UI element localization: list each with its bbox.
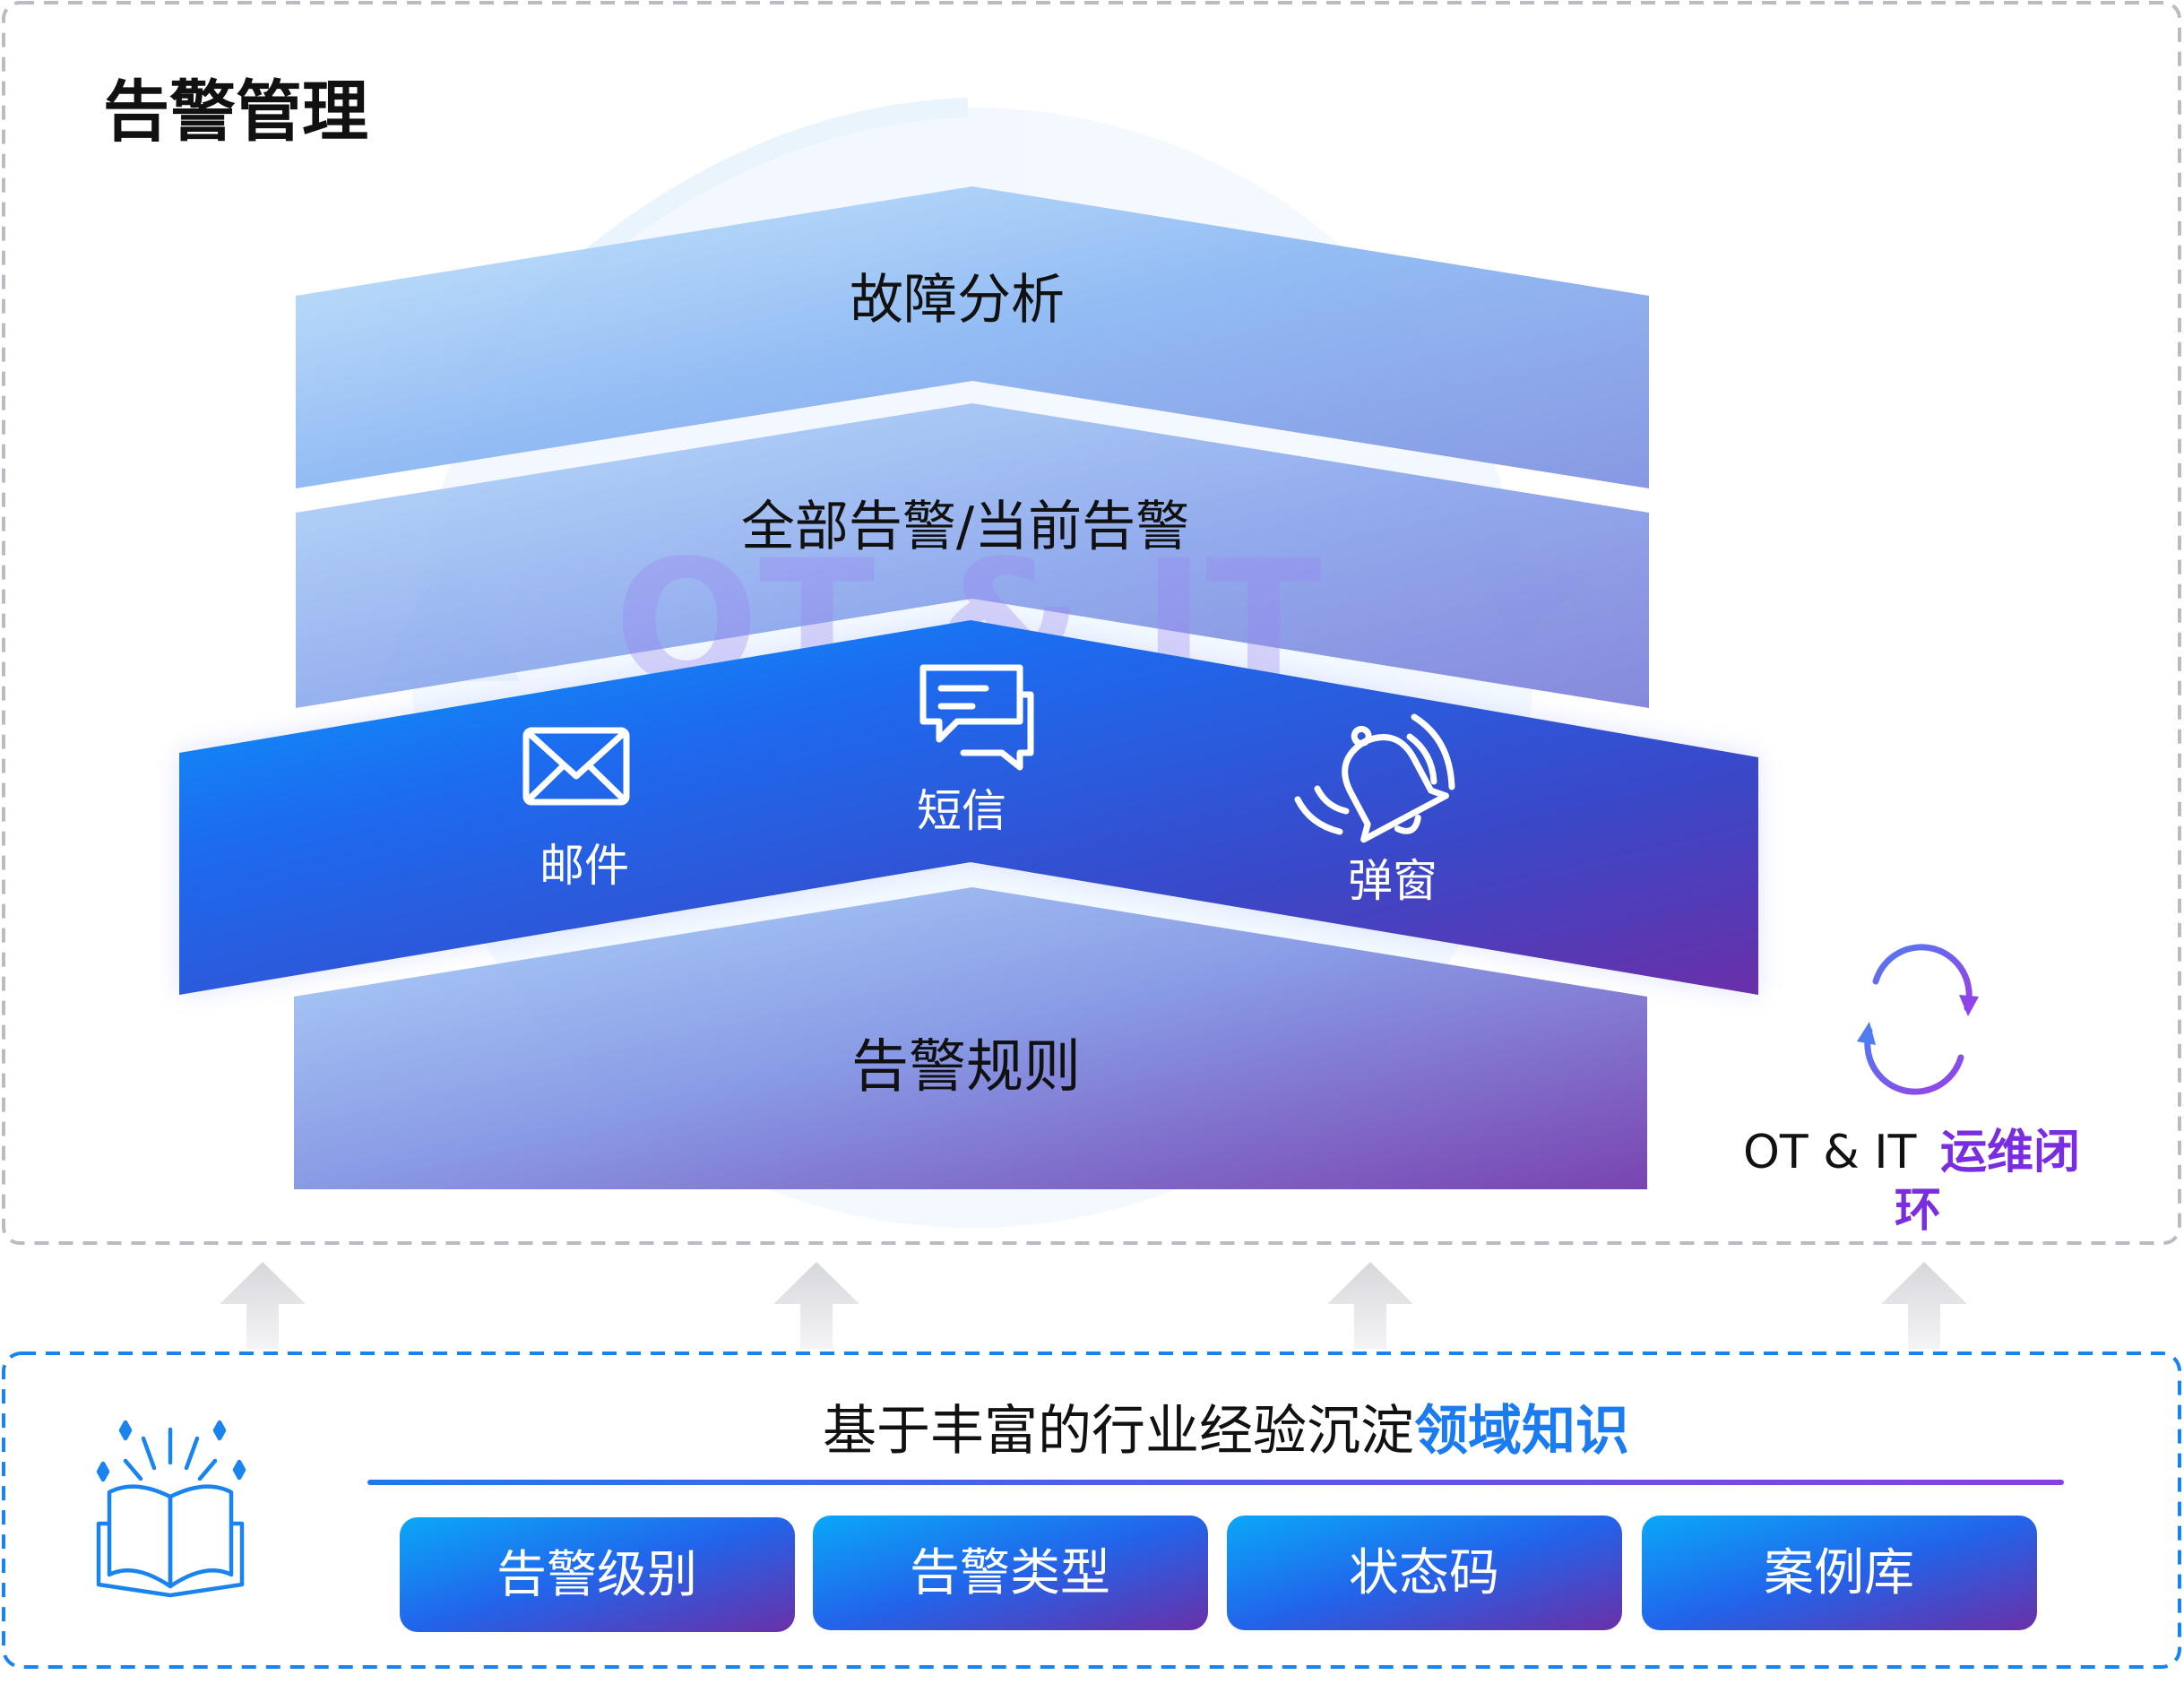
channel-popup-label: 弹窗 [1348, 855, 1437, 907]
layer-alarm-rules-label: 告警规则 [851, 1034, 1081, 1101]
top-frame [2, 1, 2181, 1245]
bell-icon [1294, 713, 1455, 843]
svg-text:告警类型: 告警类型 [910, 1544, 1110, 1602]
layer-all-alarms-label: 全部告警/当前告警 [741, 496, 1189, 558]
knowledge-item-alarm-level: 告警级别 [400, 1517, 795, 1632]
layer-fault-analysis [296, 186, 1649, 488]
notification-band [179, 620, 1758, 995]
loop-highlight-line2: 环 [1895, 1184, 1941, 1238]
loop-highlight-line1: 运维闭 [1940, 1126, 2080, 1179]
knowledge-frame [2, 1352, 2181, 1669]
up-arrow-1 [220, 1262, 306, 1349]
up-arrow-3 [1327, 1262, 1413, 1349]
up-arrow-2 [773, 1262, 859, 1349]
up-arrow-4 [1881, 1262, 1967, 1349]
svg-text:状态码: 状态码 [1349, 1544, 1499, 1602]
page-title: 告警管理 [103, 73, 368, 151]
cycle-arrows-icon [1857, 944, 1979, 1095]
knowledge-item-case-library: 案例库 [1642, 1516, 2037, 1630]
layer-all-alarms [296, 403, 1649, 708]
knowledge-heading-highlight: 领域知识 [1414, 1400, 1629, 1463]
knowledge-item-status-code: 状态码 [1227, 1516, 1622, 1630]
loop-prefix: OT & IT [1743, 1126, 1917, 1179]
layer-fault-analysis-label: 故障分析 [850, 269, 1065, 332]
knowledge-heading: 基于丰富的行业经验沉淀领域知识 [823, 1400, 1629, 1463]
channel-sms-label: 短信 [917, 785, 1006, 837]
knowledge-heading-plain: 基于丰富的行业经验沉淀 [823, 1400, 1414, 1463]
channel-mail-label: 邮件 [540, 840, 629, 892]
svg-text:告警级别: 告警级别 [496, 1546, 697, 1604]
up-arrows [220, 1262, 1967, 1349]
layer-alarm-rules [294, 887, 1647, 1189]
svg-text:案例库: 案例库 [1764, 1544, 1914, 1602]
knowledge-item-alarm-type: 告警类型 [813, 1516, 1208, 1630]
open-book-icon [96, 1420, 246, 1598]
chat-icon [919, 664, 1034, 771]
knowledge-divider [367, 1480, 2064, 1485]
mail-icon [522, 727, 630, 806]
